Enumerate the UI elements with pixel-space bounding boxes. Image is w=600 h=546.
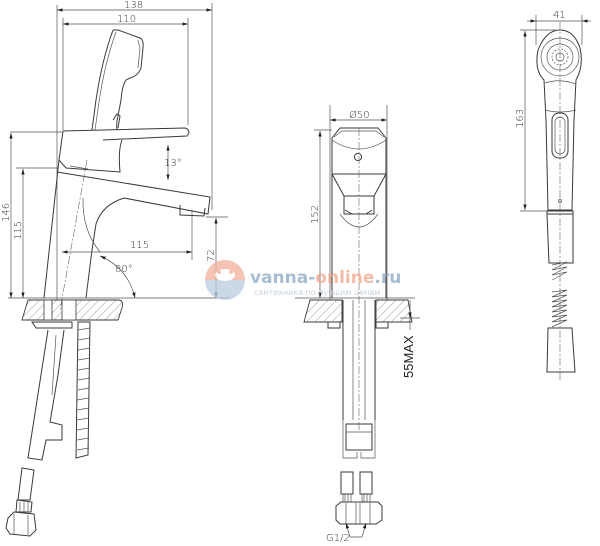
dim-overall-width: 138: [124, 0, 143, 11]
side-view: 138 110 146 115 13°: [1, 0, 230, 537]
watermark-tagline: сантехника по лучшим ценам: [254, 288, 380, 297]
dim-overall-height: 146: [1, 203, 12, 222]
dim-spout-angle: 80°: [115, 264, 133, 275]
dim-spout-height: 72: [206, 249, 217, 262]
watermark-name-part1: vanna-: [250, 268, 315, 288]
dim-lever-angle: 13°: [164, 158, 182, 169]
dim-spout-reach: 115: [130, 240, 149, 251]
shower-view: 41 163: [515, 10, 591, 380]
watermark-name-part3: .ru: [374, 268, 401, 288]
watermark: vanna-online.ru сантехника по лучшим цен…: [205, 260, 401, 300]
shower-hose-coils: [551, 261, 568, 328]
dim-connection-thread: G1/2: [326, 533, 350, 544]
watermark-name-part2: online: [315, 268, 374, 288]
dim-body-height: 115: [13, 221, 24, 240]
dim-handle-width: 110: [117, 14, 136, 25]
dim-diameter: Ø50: [349, 109, 370, 121]
dim-shower-length: 163: [515, 109, 526, 128]
dim-shower-width: 41: [553, 10, 566, 21]
front-view: Ø50 152 55MAX: [295, 105, 420, 544]
flexible-hose: [75, 321, 91, 459]
dim-front-height: 152: [310, 205, 321, 224]
svg-text:vanna-online.ru: vanna-online.ru: [250, 268, 401, 288]
dim-max-counter: 55MAX: [401, 335, 416, 378]
frog-logo-icon: [205, 260, 245, 300]
